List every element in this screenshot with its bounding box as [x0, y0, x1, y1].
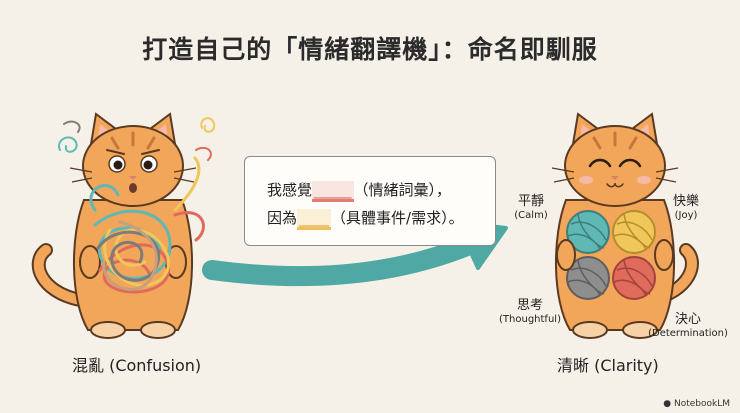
- confusion-caption: 混亂 (Confusion): [72, 356, 202, 375]
- emotion-label-calm: 平靜 (Calm): [514, 194, 548, 221]
- brand-watermark: ● NotebookLM: [663, 399, 730, 409]
- emotion-template-box: 我感覺_____（情緒詞彙）， 因為____（具體事件/需求）。: [244, 156, 496, 246]
- clarity-caption: 清晰 (Clarity): [557, 356, 659, 375]
- yarn-ball-thoughtful: [566, 256, 610, 300]
- page-title: 打造自己的「情緒翻譯機」：命名即馴服: [142, 35, 598, 64]
- template-suffix-feeling: （情緒詞彙），: [353, 181, 452, 199]
- yarn-ball-determination: [612, 256, 656, 300]
- emotion-label-thoughtful: 思考 (Thoughtful): [499, 298, 561, 325]
- event-need-blank: ____: [297, 209, 332, 230]
- template-prefix-feeling: 我感覺: [267, 181, 313, 199]
- emotion-label-joy: 快樂 (Joy): [672, 194, 699, 221]
- confused-cat: [31, 112, 216, 339]
- yarn-ball-calm: [566, 210, 610, 254]
- template-prefix-reason: 因為: [267, 209, 298, 227]
- template-line-reason: 因為____（具體事件/需求）。: [267, 207, 464, 230]
- template-line-feeling: 我感覺_____（情緒詞彙），: [267, 179, 451, 202]
- emotion-word-blank: _____: [312, 181, 354, 202]
- clear-cat: [551, 112, 699, 339]
- brand-label: NotebookLM: [673, 399, 730, 409]
- brand-icon: ●: [663, 399, 672, 409]
- template-suffix-reason: （具體事件/需求）。: [331, 209, 464, 227]
- emotion-label-determination: 決心 (Determination): [648, 312, 728, 339]
- yarn-ball-joy: [612, 210, 656, 254]
